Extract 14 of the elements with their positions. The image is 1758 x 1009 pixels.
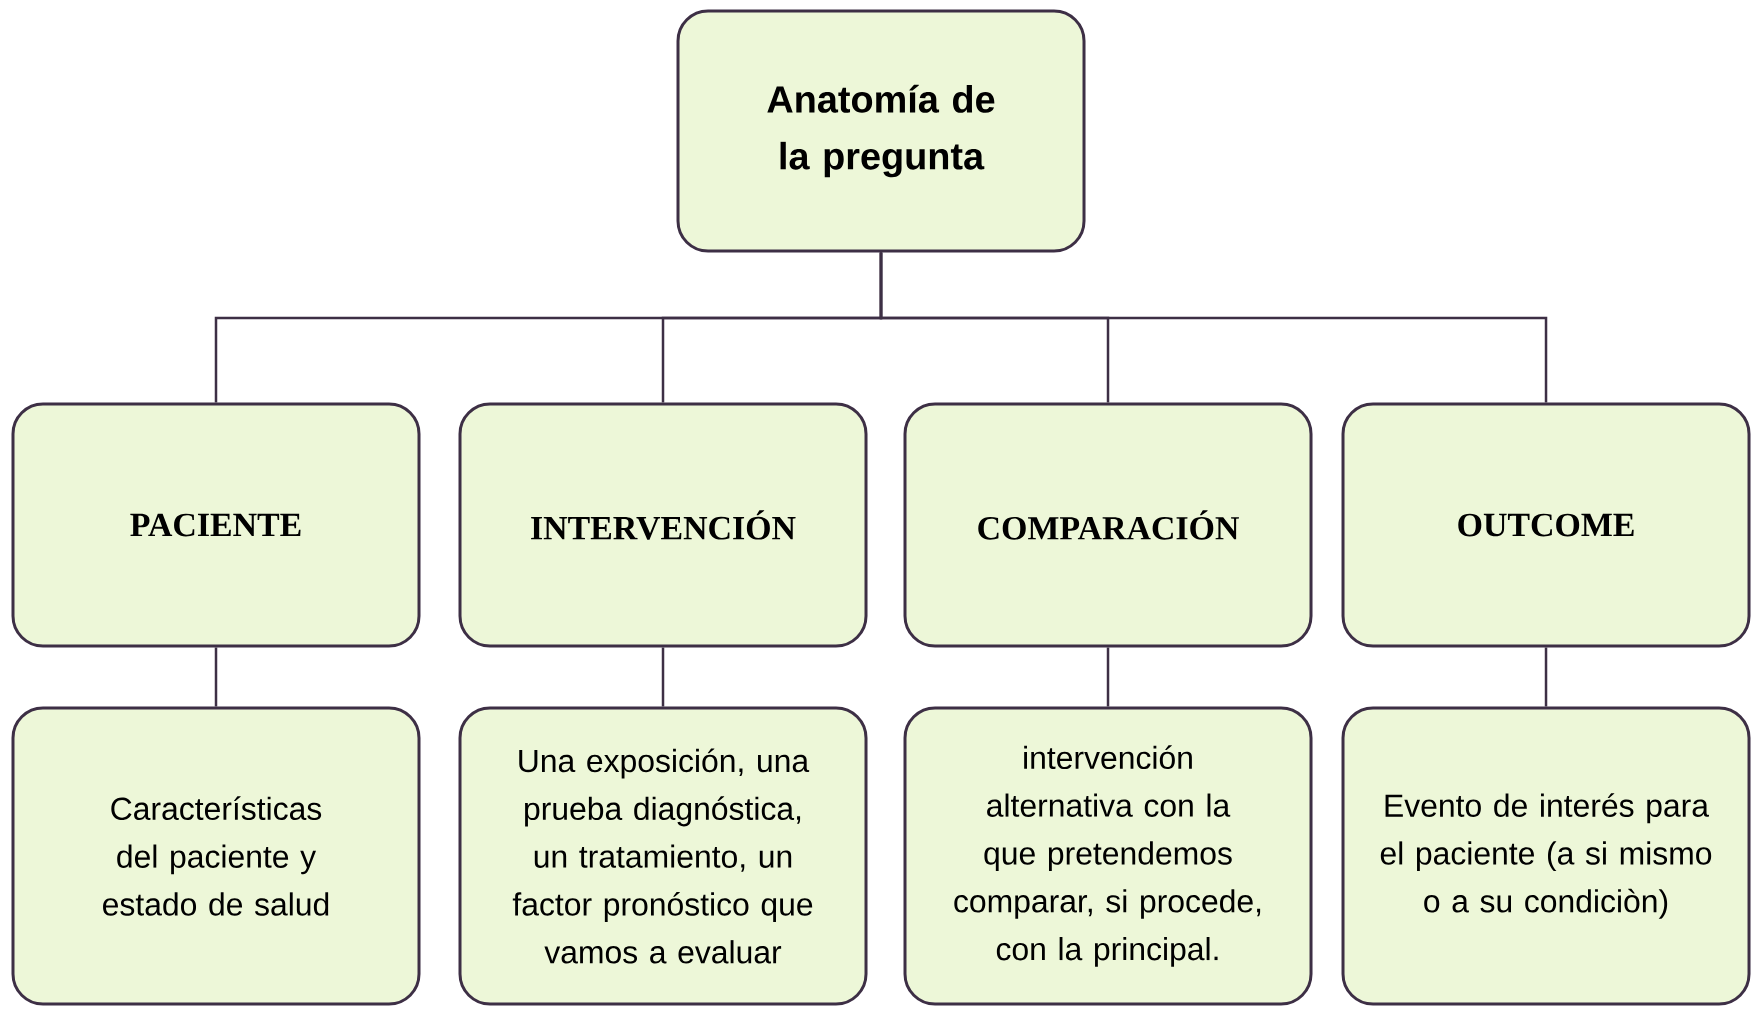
connector-line bbox=[1106, 647, 1110, 707]
connector-line bbox=[879, 252, 1548, 403]
description-box: intervención alternativa con la que pretendemos comparar, si procede, con la principal. bbox=[903, 706, 1313, 1006]
connector-line bbox=[214, 647, 218, 707]
connector-line bbox=[661, 647, 665, 707]
description-box: Características del paciente y estado de salud bbox=[11, 706, 421, 1006]
category-box: INTERVENCIÓN bbox=[458, 402, 868, 648]
category-box: OUTCOME bbox=[1341, 402, 1751, 648]
description-box: Una exposición, una prueba diagnóstica, un tratamiento, un factor pronóstico que vamos a evaluar bbox=[458, 706, 868, 1006]
category-box: PACIENTE bbox=[11, 402, 421, 648]
connector-line bbox=[1544, 647, 1548, 707]
title-box: Anatomía de la pregunta bbox=[676, 9, 1086, 253]
category-box: COMPARACIÓN bbox=[903, 402, 1313, 648]
description-box: Evento de interés para el paciente (a si mismo o a su condiciòn) bbox=[1341, 706, 1751, 1006]
